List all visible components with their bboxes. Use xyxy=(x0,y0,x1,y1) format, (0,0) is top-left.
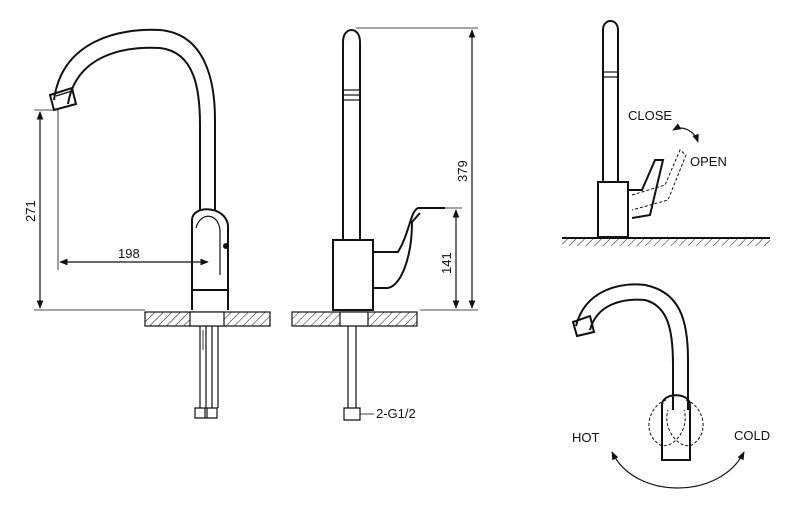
hot-label: HOT xyxy=(572,430,600,445)
dim-spout-height: 271 xyxy=(23,200,38,222)
side-view: 379 141 2-G1/2 xyxy=(291,27,478,421)
close-label: CLOSE xyxy=(628,108,672,123)
front-view: 271 198 xyxy=(23,28,271,419)
open-label: OPEN xyxy=(690,154,727,169)
dim-lever-height: 141 xyxy=(439,252,454,274)
dim-reach: 198 xyxy=(118,246,140,261)
cold-label: COLD xyxy=(734,428,770,443)
open-close-view: CLOSE OPEN xyxy=(562,20,770,246)
dim-total-height: 379 xyxy=(455,160,470,182)
connection-label: 2-G1/2 xyxy=(376,406,416,421)
hot-cold-view: HOT COLD xyxy=(571,283,770,489)
